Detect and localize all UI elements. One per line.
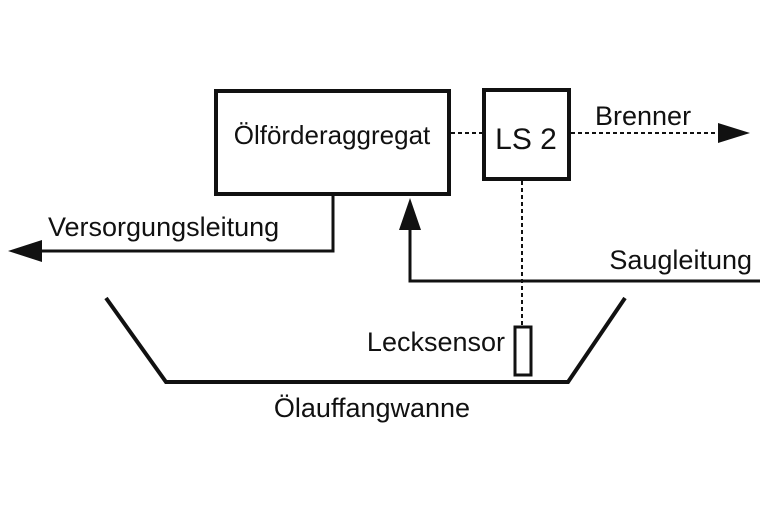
supply-line-label: Versorgungsleitung [48,212,279,242]
switch-ls2-box [482,88,571,181]
supply-line-arrowhead [8,240,42,262]
leak-sensor [513,325,533,377]
supply-line [42,196,335,253]
burner-label: Brenner [595,101,691,131]
oil-collection-basin-label: Ölauffangwanne [274,393,470,423]
suction-line-label: Saugleitung [609,245,752,275]
pump-unit-box [214,89,451,196]
burner-arrowhead [718,123,750,143]
leak-sensor-label: Lecksensor [367,327,505,357]
switch-ls2-label: LS 2 [495,123,557,156]
oil-collection-basin-outline [104,296,627,384]
pump-unit-label: Ölförderaggregat [234,120,431,150]
suction-line-arrowhead [399,198,421,230]
suction-line [408,230,760,283]
